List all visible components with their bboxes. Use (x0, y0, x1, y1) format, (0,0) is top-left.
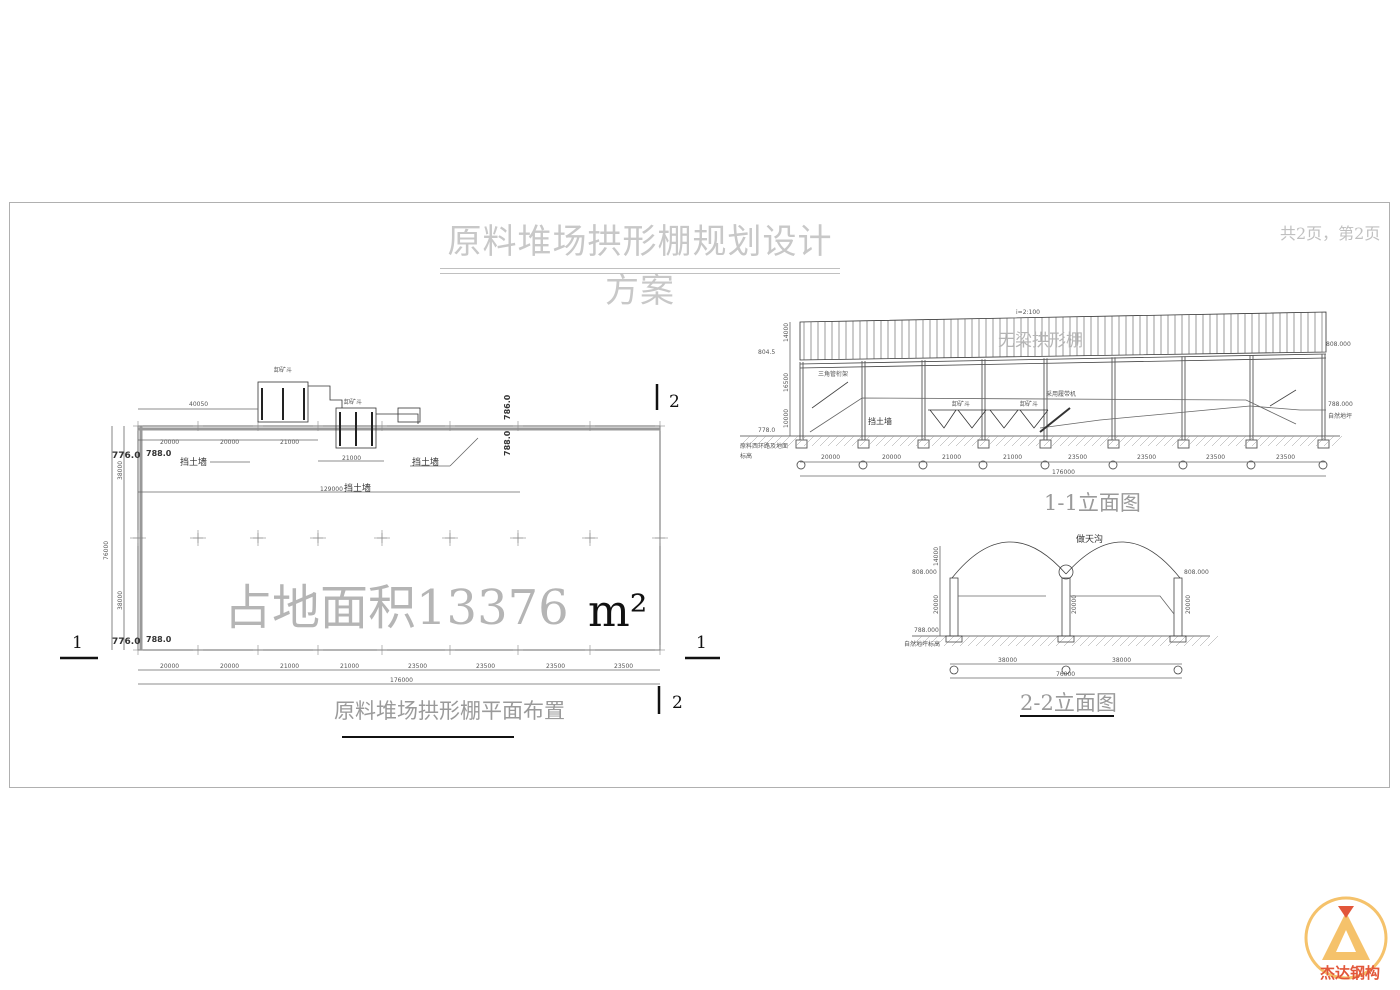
elev-788-bottom: 788.0 (146, 635, 172, 644)
elevation-2-caption: 2-2立面图 (1020, 691, 1117, 715)
area-label: 占地面积13376 (224, 580, 569, 636)
dim-left-1: 38000 (117, 461, 124, 480)
logo-gem-icon (1338, 906, 1354, 918)
dim-bottom-7: 23500 (546, 663, 565, 670)
e1-dim-2: 20000 (882, 454, 901, 461)
dim-129000: 129000 (320, 486, 343, 493)
e1-natural-ground: 自然地坪 (1328, 412, 1352, 420)
e1-dim-3: 21000 (942, 454, 961, 461)
title-underline (440, 268, 840, 269)
dim-bottom-8: 23500 (614, 663, 633, 670)
e1-v1: 14000 (783, 323, 790, 342)
e2-h-right: 20000 (1185, 595, 1192, 614)
e2-dim-right: 38000 (1112, 657, 1131, 664)
e1-elev-788: 788.000 (1328, 401, 1353, 408)
dim-bottom-4: 21000 (340, 663, 359, 670)
e1-dim-6: 23500 (1137, 454, 1156, 461)
hopper-building-1 (257, 381, 309, 423)
e1-dim-4: 21000 (1003, 454, 1022, 461)
logo-ring (1304, 896, 1388, 980)
elev-786-right: 786.0 (503, 394, 512, 420)
elev-776-bottom: 776.0 (112, 637, 140, 647)
section-1-right: 1 (696, 633, 707, 653)
e2-h-mid: 20000 (1071, 595, 1078, 614)
retaining-wall-label-2: 挡土墙 (412, 456, 439, 468)
plan-view (60, 381, 720, 738)
retaining-wall-label-3: 挡土墙 (344, 482, 371, 494)
truss-label: 三角管桁架 (818, 370, 848, 378)
plan-caption: 原料堆场拱形棚平面布置 (334, 699, 565, 723)
elev-776-top: 776.0 (112, 451, 140, 461)
dim-top-3: 21000 (280, 439, 299, 446)
e1-elev-778: 778.0 (758, 427, 775, 434)
dim-40050: 40050 (189, 401, 208, 408)
e2-elev-808-left: 808.000 (912, 569, 937, 576)
drawing-frame (9, 202, 1390, 788)
hopper-label-1: 卸矿斗 (274, 366, 292, 374)
e2-natural-ground: 自然地坪标高 (904, 640, 940, 648)
e1-retaining-wall: 挡土墙 (868, 416, 892, 426)
dim-left-2: 38000 (117, 591, 124, 610)
dim-top-4: 21000 (342, 455, 361, 462)
e2-h-top: 14000 (933, 547, 940, 566)
area-unit: m² (588, 586, 647, 637)
hopper-building-2 (335, 407, 377, 449)
dim-bottom-6: 23500 (476, 663, 495, 670)
section-2-bottom: 2 (672, 693, 683, 713)
dim-bottom-1: 20000 (160, 663, 179, 670)
roof-label: 无梁拱形棚 (998, 331, 1083, 351)
roof-panel (799, 311, 1327, 361)
logo-text: 杰达钢构 (1319, 964, 1380, 982)
gutter-label: 做天沟 (1076, 533, 1103, 545)
road-label-2: 标高 (740, 452, 752, 460)
e2-elev-808-right: 808.000 (1184, 569, 1209, 576)
dim-bottom-2: 20000 (220, 663, 239, 670)
hopper-label-2: 卸矿斗 (344, 398, 362, 406)
section-2-top: 2 (669, 392, 680, 412)
section-1-left: 1 (72, 633, 83, 653)
arch-right (1065, 541, 1181, 579)
e1-dim-1: 20000 (821, 454, 840, 461)
road-label: 原料西环路及地面 (740, 442, 788, 450)
e1-dim-7: 23500 (1206, 454, 1225, 461)
dim-left-total: 76000 (103, 541, 110, 560)
e1-dim-8: 23500 (1276, 454, 1295, 461)
elevation-1-1-labels: i=2:100 无梁拱形棚 三角管桁架 挡土墙 卸矿斗 卸矿斗 采用履带机 自然… (740, 309, 1353, 515)
e1-total: 176000 (1052, 469, 1075, 476)
e1-dim-5: 23500 (1068, 454, 1087, 461)
e1-v3: 10000 (783, 409, 790, 428)
elevation-2-2-labels: 做天沟 自然地坪标高 808.000 808.000 788.000 38000… (904, 533, 1209, 715)
dim-top-1: 20000 (160, 439, 179, 446)
arch-left (951, 541, 1067, 579)
page-info: 共2页，第2页 (1280, 224, 1381, 243)
title-underline-2 (440, 273, 840, 274)
e1-hopper-1: 卸矿斗 (952, 400, 970, 408)
plan-labels: 40050 20000 20000 21000 21000 129000 卸矿斗… (72, 366, 707, 723)
e2-dim-left: 38000 (998, 657, 1017, 664)
company-logo (1304, 896, 1388, 980)
elevation-2-2 (911, 541, 1219, 717)
e2-h-left: 20000 (933, 595, 940, 614)
dim-bottom-5: 23500 (408, 663, 427, 670)
elev-788-top: 788.0 (146, 449, 172, 458)
e1-v2: 16500 (783, 373, 790, 392)
elevation-1-caption: 1-1立面图 (1044, 491, 1141, 515)
conveyor-label: 采用履带机 (1046, 390, 1076, 398)
dim-bottom-3: 21000 (280, 663, 299, 670)
e1-elev-804: 804.5 (758, 349, 775, 356)
roof-slope: i=2:100 (1016, 309, 1040, 316)
sheet-title: 原料堆场拱形棚规划设计方案 (447, 222, 833, 311)
retaining-wall-label-1: 挡土墙 (180, 456, 207, 468)
dim-176000: 176000 (390, 677, 413, 684)
e1-elev-808: 808.000 (1326, 341, 1351, 348)
dim-top-2: 20000 (220, 439, 239, 446)
elev-788-right: 788.0 (503, 430, 512, 456)
e2-dim-total: 76000 (1056, 671, 1075, 678)
e2-elev-788: 788.000 (914, 627, 939, 634)
elevation-1-1 (739, 311, 1343, 477)
e1-hopper-2: 卸矿斗 (1020, 400, 1038, 408)
